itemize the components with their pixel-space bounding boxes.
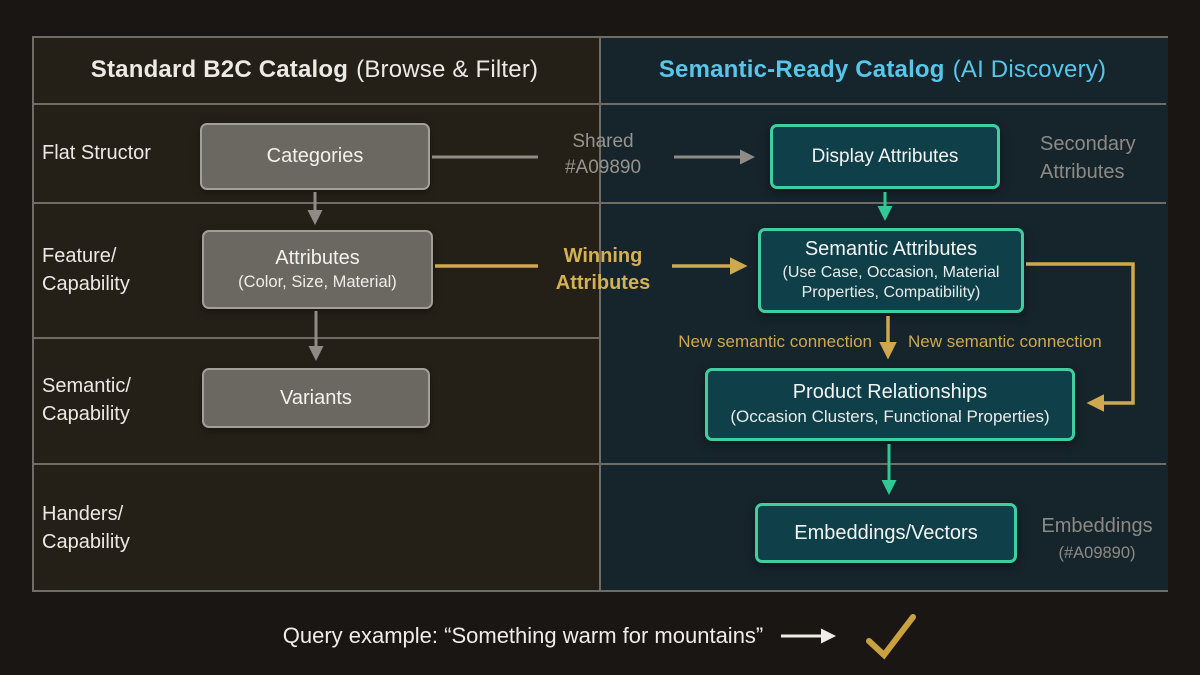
product-relationships-box: Product Relationships (Occasion Clusters… [705,368,1075,441]
attributes-box: Attributes (Color, Size, Material) [202,230,433,309]
new-semantic-connection-label-left: New semantic connection [678,332,872,351]
embeddings-vectors-title: Embeddings/Vectors [794,521,978,544]
row-divider-header [34,103,1166,105]
product-relationships-title: Product Relationships [792,381,988,404]
winning-attributes-label: Winning Attributes [555,245,651,294]
embeddings-side-label: Embeddings (#A09890) [1030,513,1164,564]
embeddings-side-label-line2: (#A09890) [1058,544,1136,562]
secondary-attributes-label: Secondary Attributes [1040,133,1136,183]
new-semantic-connection-label-right: New semantic connection [908,332,1102,351]
product-relationships-subtitle: (Occasion Clusters, Functional Propertie… [730,407,1050,427]
variants-box-title: Variants [280,386,352,409]
header-standard-title: Standard B2C Catalog [90,55,349,83]
header-semantic-subtitle: (AI Discovery) [952,55,1107,83]
categories-box-title: Categories [266,145,364,167]
row-divider-3 [34,463,1166,465]
row-label-feature-capability: Feature/ Capability [42,244,130,295]
header-standard-subtitle: (Browse & Filter) [356,55,539,83]
attributes-box-title: Attributes [275,246,360,269]
display-attributes-box: Display Attributes [770,124,1000,189]
semantic-attributes-subtitle: (Use Case, Occasion, Material Properties… [782,264,1000,301]
shared-connector-label: Shared #A09890 [564,131,642,178]
row-label-handers-capability: Handers/ Capability [42,502,130,553]
embeddings-side-label-line1: Embeddings [1041,515,1153,537]
semantic-attributes-title: Semantic Attributes [804,238,978,260]
row-divider-1 [34,202,1166,204]
semantic-attributes-box: Semantic Attributes (Use Case, Occasion,… [758,228,1024,313]
header-semantic-catalog: Semantic-Ready Catalog (AI Discovery) [597,36,1168,103]
footer-query-example: Query example: “Something warm for mount… [0,610,1200,662]
variants-box: Variants [202,368,430,428]
row-label-flat-structor: Flat Structor [42,141,151,164]
checkmark-icon [866,614,917,660]
categories-box: Categories [200,123,430,190]
display-attributes-title: Display Attributes [811,145,959,167]
right-arrow-icon [781,628,837,644]
header-standard-catalog: Standard B2C Catalog (Browse & Filter) [32,36,597,103]
attributes-box-subtitle: (Color, Size, Material) [238,272,397,291]
header-semantic-title: Semantic-Ready Catalog [658,55,945,83]
query-example-text: Query example: “Something warm for mount… [282,623,764,648]
embeddings-vectors-box: Embeddings/Vectors [755,503,1017,563]
row-label-semantic-capability: Semantic/ Capability [42,375,131,425]
column-divider [599,38,601,590]
